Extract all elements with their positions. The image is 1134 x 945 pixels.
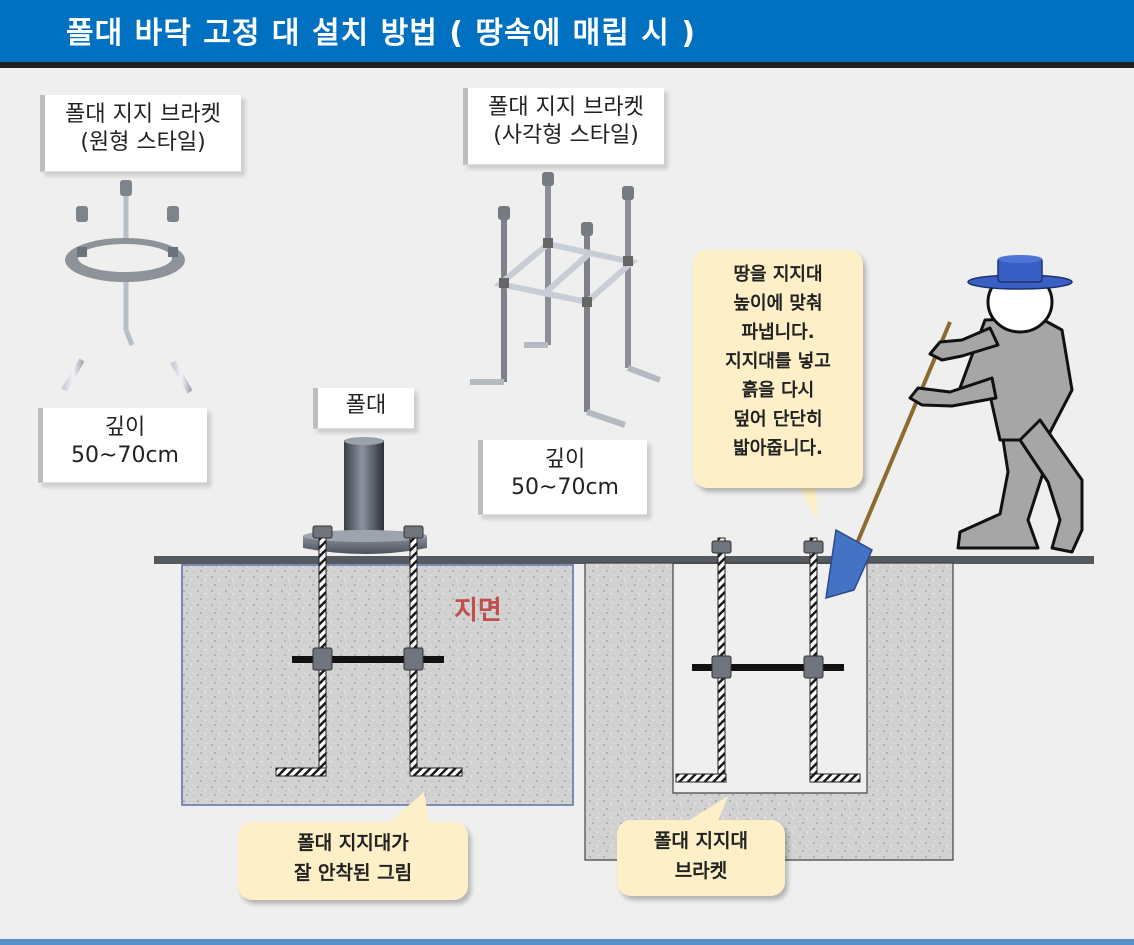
instruction-line-1: 땅을 지지대 xyxy=(733,264,823,285)
footer-line xyxy=(0,939,1134,945)
installed-callout-line-1: 폴대 지지대가 xyxy=(297,832,409,854)
ground-label: 지면 xyxy=(454,596,502,626)
pole-label-text: 폴대 xyxy=(345,393,387,418)
depth-label-right: 깊이 50~70cm xyxy=(478,440,647,515)
bracket-callout-tail xyxy=(680,796,728,826)
instruction-line-6: 덮어 단단히 xyxy=(733,409,823,430)
anchor-rods-installed xyxy=(275,525,463,777)
worker-figure xyxy=(825,255,1084,600)
depth-label-left: 깊이 50~70cm xyxy=(38,408,207,483)
ground-surface-line xyxy=(154,556,1094,564)
title-bar xyxy=(0,0,1134,62)
depth-label-left-line-2: 50~70cm xyxy=(71,443,179,468)
installed-callout-line-2: 잘 안착된 그림 xyxy=(293,862,413,884)
square-bracket-label-line-1: 폴대 지지 브라켓 xyxy=(488,95,644,120)
pole-installed xyxy=(303,437,427,554)
round-bracket-label-line-1: 폴대 지지 브라켓 xyxy=(65,102,221,127)
anchor-rods-bracket xyxy=(675,537,861,783)
instruction-line-2: 높이에 맞춰 xyxy=(733,293,823,314)
instruction-line-4: 지지대를 넣고 xyxy=(725,351,831,372)
depth-label-right-line-2: 50~70cm xyxy=(511,475,619,500)
square-bracket-label-line-2: (사각형 스타일) xyxy=(493,123,639,148)
round-bracket-label-line-2: (원형 스타일) xyxy=(80,130,206,155)
page-title: 폴대 바닥 고정 대 설치 방법 ( 땅속에 매립 시 ) xyxy=(66,16,697,51)
square-bracket-label: 폴대 지지 브라켓 (사각형 스타일) xyxy=(463,88,664,165)
bracket-callout-line-2: 브라켓 xyxy=(674,860,728,882)
installed-callout: 폴대 지지대가 잘 안착된 그림 xyxy=(238,822,468,900)
round-bracket-illustration xyxy=(61,180,193,394)
excavated-pit xyxy=(584,562,954,861)
depth-label-right-line-1: 깊이 xyxy=(544,447,586,472)
round-bracket-label: 폴대 지지 브라켓 (원형 스타일) xyxy=(40,95,241,172)
instruction-callout: 땅을 지지대 높이에 맞춰 파냅니다. 지지대를 넣고 흙을 다시 덮어 단단히… xyxy=(693,250,863,488)
bracket-callout: 폴대 지지대 브라켓 xyxy=(617,820,785,896)
depth-label-left-line-1: 깊이 xyxy=(104,415,146,440)
instruction-line-5: 흙을 다시 xyxy=(741,380,815,401)
instruction-line-7: 밟아줍니다. xyxy=(733,438,823,459)
installed-callout-tail xyxy=(385,792,430,826)
concrete-block-installed xyxy=(181,564,574,806)
square-bracket-illustration xyxy=(470,172,662,428)
pole-label: 폴대 xyxy=(313,388,414,429)
bracket-callout-line-1: 폴대 지지대 xyxy=(653,830,748,852)
title-underline xyxy=(0,62,1134,68)
instruction-line-3: 파냅니다. xyxy=(741,322,815,343)
